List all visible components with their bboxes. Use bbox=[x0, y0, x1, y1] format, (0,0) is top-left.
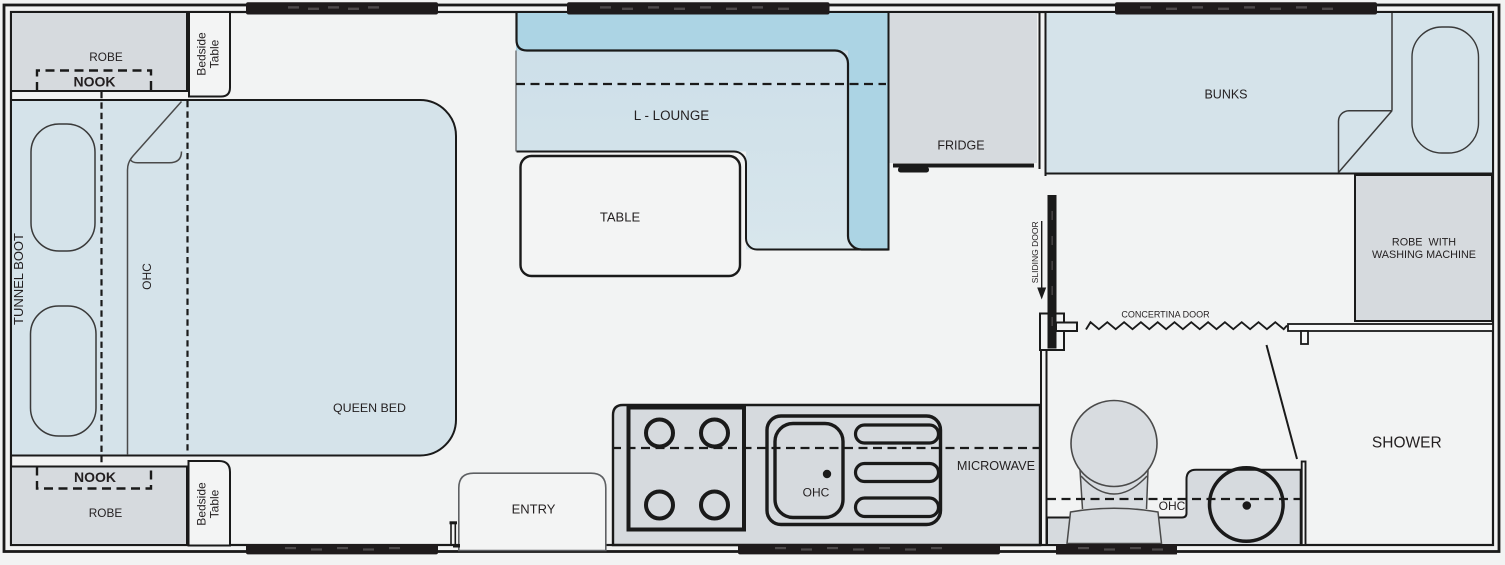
svg-text:BUNKS: BUNKS bbox=[1204, 88, 1247, 102]
svg-text:CONCERTINA DOOR: CONCERTINA DOOR bbox=[1121, 310, 1210, 320]
svg-text:Table: Table bbox=[208, 489, 222, 518]
svg-text:OHC: OHC bbox=[140, 263, 154, 290]
svg-text:NOOK: NOOK bbox=[74, 74, 116, 90]
svg-text:ENTRY: ENTRY bbox=[512, 502, 556, 517]
svg-text:ROBE: ROBE bbox=[89, 50, 123, 64]
svg-text:Bedside: Bedside bbox=[195, 482, 209, 526]
svg-text:Bedside: Bedside bbox=[195, 32, 209, 76]
svg-text:OHC: OHC bbox=[803, 486, 830, 500]
svg-text:OHC: OHC bbox=[1159, 499, 1186, 513]
svg-text:SHOWER: SHOWER bbox=[1372, 435, 1442, 452]
svg-text:TABLE: TABLE bbox=[600, 210, 641, 225]
svg-text:ROBE WITH: ROBE WITH bbox=[1392, 236, 1456, 248]
svg-text:Table: Table bbox=[208, 39, 222, 68]
svg-text:L - LOUNGE: L - LOUNGE bbox=[634, 108, 709, 123]
svg-text:NOOK: NOOK bbox=[74, 469, 116, 485]
svg-text:ROBE: ROBE bbox=[89, 506, 123, 520]
svg-text:WASHING MACHINE: WASHING MACHINE bbox=[1372, 249, 1476, 261]
svg-text:SLIDING DOOR: SLIDING DOOR bbox=[1030, 221, 1040, 283]
svg-text:TUNNEL BOOT: TUNNEL BOOT bbox=[11, 233, 26, 325]
svg-text:FRIDGE: FRIDGE bbox=[937, 139, 984, 153]
svg-text:MICROWAVE: MICROWAVE bbox=[957, 459, 1035, 473]
svg-text:QUEEN BED: QUEEN BED bbox=[333, 401, 406, 415]
